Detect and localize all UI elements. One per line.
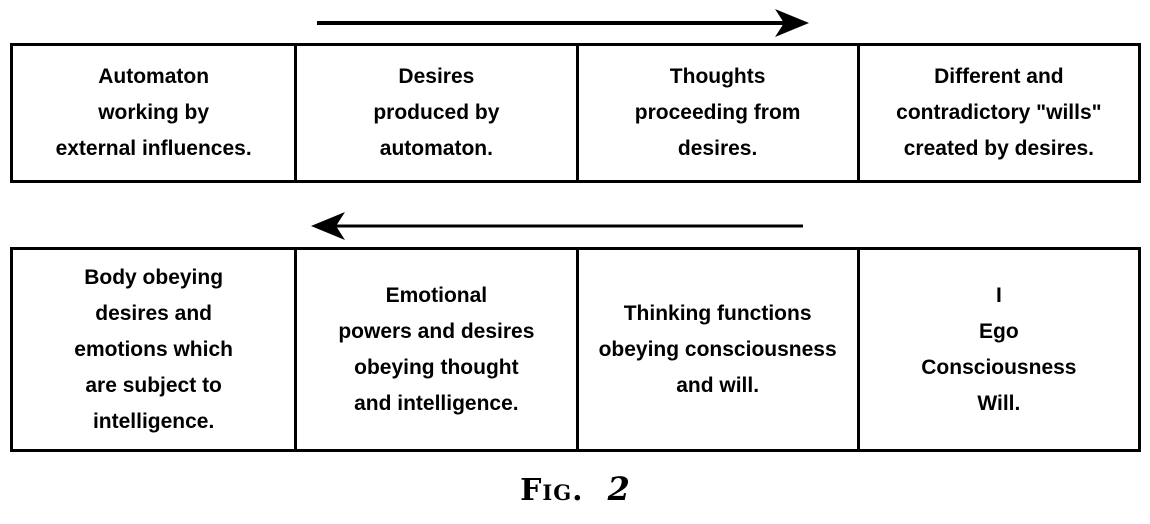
- table-cell: Automaton working by external influences…: [55, 65, 252, 160]
- bottom-row-table: Body obeying desires and emotions which …: [10, 247, 1141, 452]
- right-arrow-icon: [317, 9, 809, 37]
- top-row-table: Automaton working by external influences…: [10, 43, 1141, 183]
- table-cell: Thoughts proceeding from desires.: [575, 46, 857, 180]
- table-cell: Desires produced by automaton.: [294, 46, 575, 180]
- table-cell: Thinking functions obeying consciousness…: [575, 250, 857, 449]
- table-cell: I Ego Consciousness Will.: [856, 250, 1138, 449]
- left-arrow-icon: [311, 212, 803, 240]
- figure-caption: Fig. 2: [0, 470, 1150, 508]
- figure-caption-number: 2: [607, 470, 630, 508]
- table-cell: Emotional powers and desires obeying tho…: [294, 250, 575, 449]
- table-cell: Body obeying desires and emotions which …: [74, 265, 233, 433]
- figure-caption-prefix: Fig.: [520, 473, 584, 508]
- table-cell: Different and contradictory "wills" crea…: [856, 46, 1138, 180]
